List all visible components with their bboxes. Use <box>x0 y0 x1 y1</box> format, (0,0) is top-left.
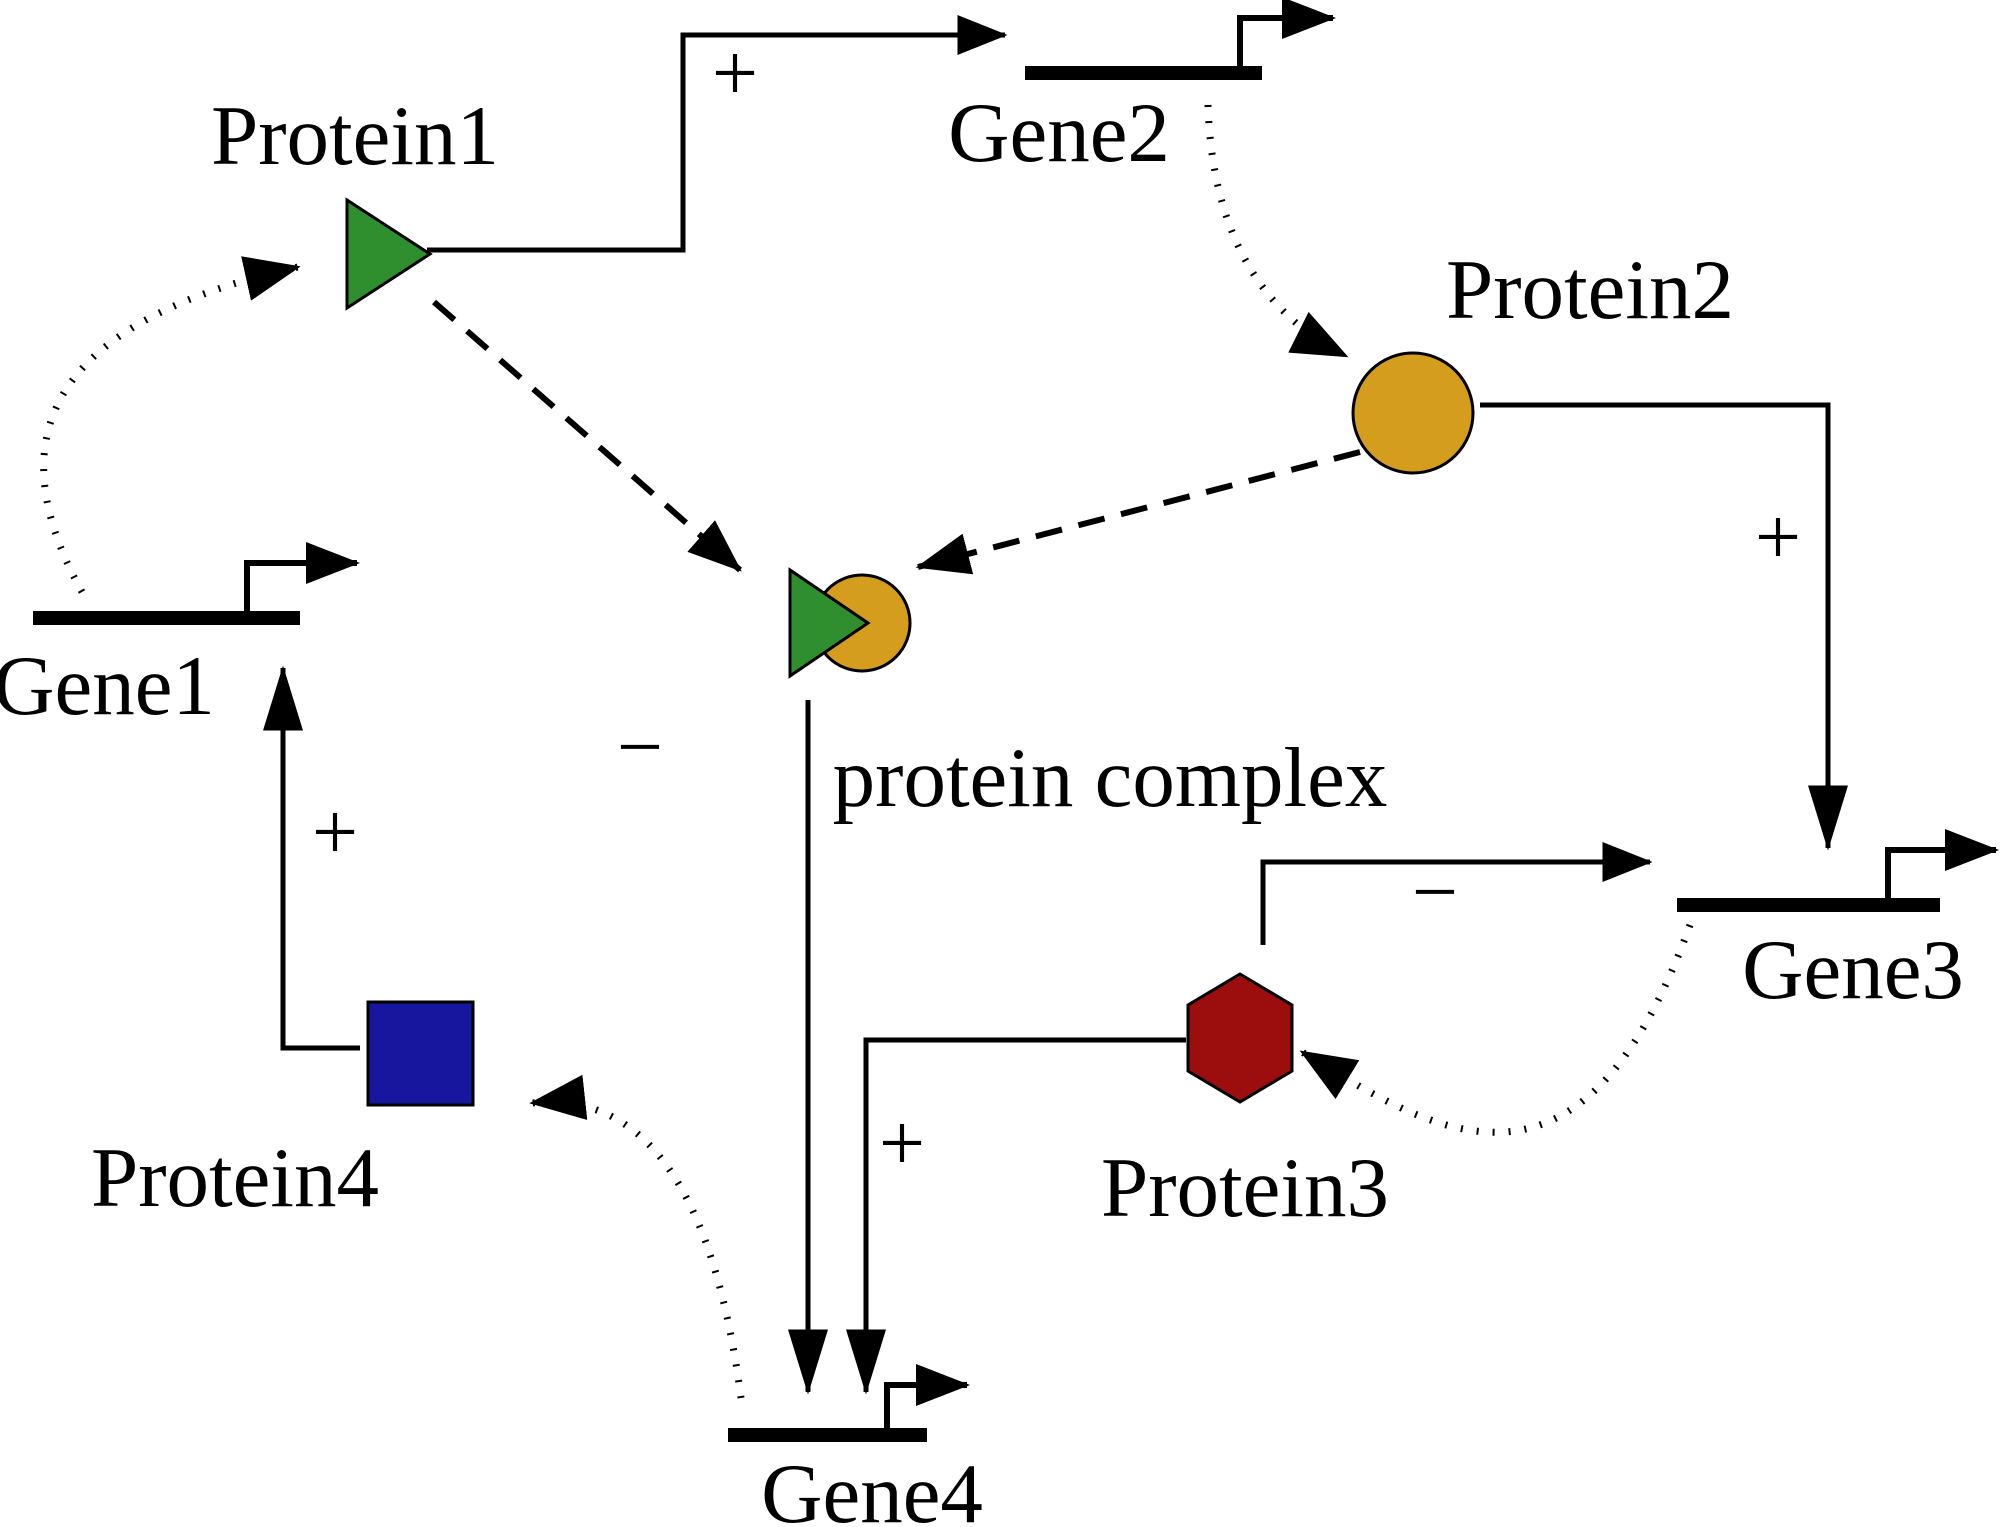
plus-sign-protein1-gene2: + <box>712 27 758 118</box>
activation-arrow-protein2-to-gene3 <box>1480 402 1848 851</box>
dotted-arrow-gene2-to-protein2 <box>1204 104 1349 360</box>
protein3-label: Protein3 <box>1101 1141 1389 1235</box>
minus-sign-protein3-gene3: − <box>1412 846 1458 937</box>
protein1-label: Protein1 <box>211 89 499 183</box>
dotted-arrow-gene1-to-protein1 <box>40 256 301 594</box>
dotted-arrow-gene4-to-protein4 <box>529 1074 745 1399</box>
gene4-label: Gene4 <box>761 1447 983 1527</box>
protein3-node: Protein3 <box>1101 972 1389 1235</box>
complex-triangle-icon <box>788 567 871 679</box>
gene4-node: Gene4 <box>728 1364 983 1527</box>
gene3-promoter-arrow-icon <box>1885 829 1999 899</box>
minus-sign-complex-gene4: − <box>617 701 663 792</box>
protein1-triangle-icon <box>345 197 433 311</box>
dashed-arrow-protein1-to-complex <box>432 299 742 573</box>
protein2-circle-icon <box>1351 351 1475 475</box>
gene3-node: Gene3 <box>1677 829 1999 1017</box>
repression-arrow-protein3-to-gene3 <box>1260 842 1653 945</box>
plus-sign-protein4-gene1: + <box>312 786 358 877</box>
gene1-node: Gene1 <box>0 542 360 733</box>
protein4-node: Protein4 <box>91 1000 475 1225</box>
gene1-label: Gene1 <box>0 639 215 733</box>
protein4-square-icon <box>366 1000 475 1107</box>
gene2-node: Gene2 <box>948 0 1336 180</box>
protein3-hexagon-icon <box>1186 972 1294 1104</box>
activation-arrow-protein3-to-gene4 <box>846 1037 1186 1395</box>
protein2-label: Protein2 <box>1446 243 1734 337</box>
gene3-label: Gene3 <box>1742 923 1964 1017</box>
protein-complex-label: protein complex <box>833 731 1388 825</box>
plus-sign-protein3-gene4: + <box>879 1097 925 1188</box>
gene2-label: Gene2 <box>948 86 1170 180</box>
gene2-promoter-arrow-icon <box>1237 0 1336 67</box>
dotted-arrow-gene3-to-protein3 <box>1299 923 1694 1136</box>
dashed-arrow-protein2-to-complex <box>915 449 1361 575</box>
activation-arrow-protein4-to-gene1 <box>263 665 360 1051</box>
protein2-node: Protein2 <box>1351 243 1734 475</box>
activation-arrow-protein1-to-gene2 <box>427 15 1008 253</box>
protein-complex-node: protein complex <box>788 567 1388 825</box>
gene4-promoter-arrow-icon <box>884 1364 970 1429</box>
plus-sign-protein2-gene3: + <box>1755 491 1801 582</box>
protein1-node: Protein1 <box>211 89 499 311</box>
gene1-promoter-arrow-icon <box>244 542 360 612</box>
protein4-label: Protein4 <box>91 1131 379 1225</box>
